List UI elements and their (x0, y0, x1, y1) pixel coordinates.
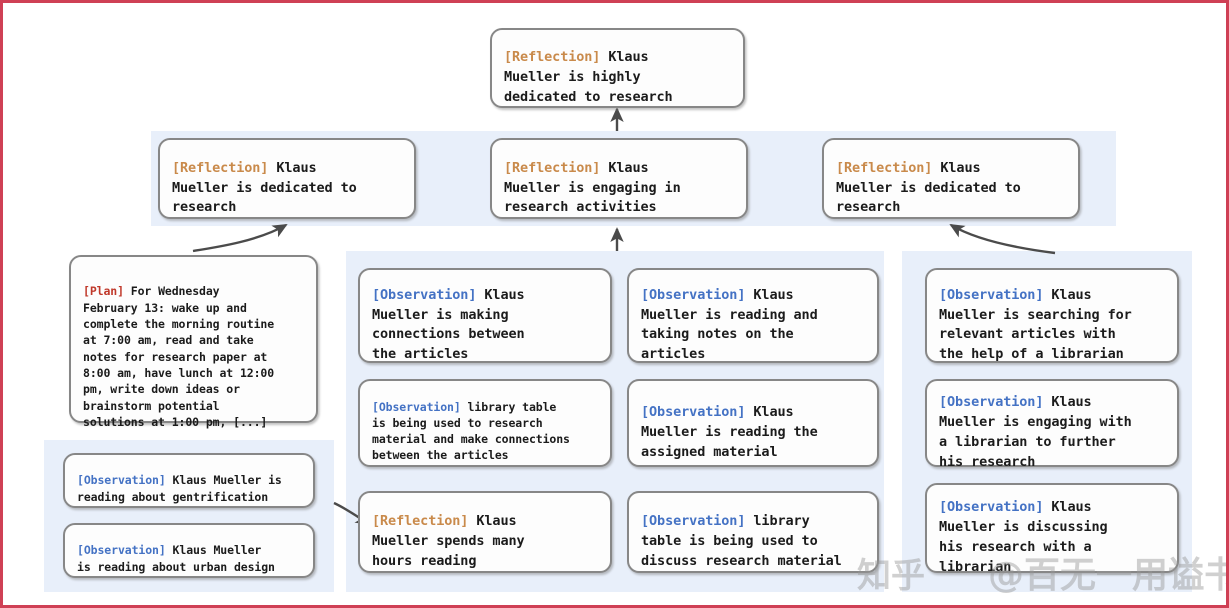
node-mid-reflection-2[interactable]: [Reflection] Klaus Mueller is engaging i… (490, 138, 748, 219)
node-body: Klaus Mueller is engaging with a librari… (939, 394, 1132, 470)
node-text: [Reflection] Klaus Mueller is dedicated … (160, 139, 369, 218)
node-body: Klaus Mueller is discussing his research… (939, 499, 1108, 575)
node-text: [Observation] Klaus Mueller is discussin… (927, 478, 1120, 577)
tag-reflection: [Reflection] (836, 159, 933, 176)
tag-observation: [Observation] (77, 473, 166, 488)
node-text: [Observation] Klaus Mueller is engaging … (927, 373, 1144, 472)
tag-observation: [Observation] (939, 286, 1044, 303)
tag-observation: [Observation] (372, 286, 477, 303)
tag-observation: [Observation] (939, 499, 1044, 516)
tag-reflection: [Reflection] (504, 49, 601, 66)
node-col2-obs-2[interactable]: [Observation] Klaus Mueller is reading t… (627, 379, 879, 467)
node-col3-obs-3[interactable]: [Observation] Klaus Mueller is discussin… (925, 483, 1179, 575)
node-col3-obs-1[interactable]: [Observation] Klaus Mueller is searching… (925, 268, 1179, 363)
node-body: Klaus Mueller is highly dedicated to res… (504, 49, 673, 105)
tag-observation: [Observation] (641, 286, 746, 303)
node-plan[interactable]: [Plan] For Wednesday February 13: wake u… (69, 255, 318, 429)
node-col1-reflection[interactable]: [Reflection] Klaus Mueller spends many h… (358, 491, 612, 573)
node-mid-reflection-3[interactable]: [Reflection] Klaus Mueller is dedicated … (822, 138, 1080, 219)
node-text: [Reflection] Klaus Mueller is highly ded… (492, 28, 685, 107)
node-col2-obs-1[interactable]: [Observation] Klaus Mueller is reading a… (627, 268, 879, 363)
node-text: [Observation] Klaus Mueller is reading a… (65, 456, 294, 505)
node-col1-obs-1[interactable]: [Observation] Klaus Mueller is making co… (358, 268, 612, 363)
node-body: Klaus Mueller is engaging in research ac… (504, 159, 681, 216)
node-text: [Reflection] Klaus Mueller is engaging i… (492, 139, 693, 218)
node-text: [Reflection] Klaus Mueller spends many h… (360, 492, 537, 571)
arrow-col3-to-reflection3 (949, 223, 1056, 255)
node-col1-obs-2[interactable]: [Observation] library table is being use… (358, 379, 612, 467)
node-body: Klaus Mueller is reading about gentrific… (77, 473, 282, 504)
arrow-plan-to-reflection1 (192, 223, 288, 253)
node-body: Klaus Mueller is making connections betw… (372, 286, 525, 363)
tag-observation: [Observation] (372, 399, 461, 414)
node-col3-obs-2[interactable]: [Observation] Klaus Mueller is engaging … (925, 379, 1179, 470)
node-body: Klaus Mueller is searching for relevant … (939, 286, 1132, 363)
node-left-obs-2[interactable]: [Observation] Klaus Mueller is reading a… (63, 523, 315, 578)
node-text: [Observation] library table is being use… (360, 382, 582, 464)
tag-observation: [Observation] (641, 404, 746, 421)
node-text: [Reflection] Klaus Mueller is dedicated … (824, 139, 1033, 218)
tag-plan: [Plan] (83, 284, 124, 299)
node-body: Klaus Mueller spends many hours reading (372, 513, 525, 569)
node-body: Klaus Mueller is reading about urban des… (77, 543, 275, 574)
node-text: [Observation] Klaus Mueller is making co… (360, 266, 537, 365)
node-body: For Wednesday February 13: wake up and c… (83, 284, 275, 429)
node-text: [Observation] Klaus Mueller is reading t… (629, 383, 830, 462)
node-text: [Observation] Klaus Mueller is reading a… (65, 526, 287, 575)
node-text: [Observation] Klaus Mueller is reading a… (629, 266, 830, 365)
node-mid-reflection-1[interactable]: [Reflection] Klaus Mueller is dedicated … (158, 138, 416, 219)
tag-observation: [Observation] (641, 513, 746, 530)
node-text: [Observation] library table is being use… (629, 492, 854, 571)
tag-reflection: [Reflection] (172, 159, 269, 176)
node-body: library table is being used to discuss r… (641, 513, 842, 569)
tag-reflection: [Reflection] (372, 513, 469, 530)
node-body: Klaus Mueller is reading and taking note… (641, 286, 818, 363)
node-left-obs-1[interactable]: [Observation] Klaus Mueller is reading a… (63, 453, 315, 508)
node-body: Klaus Mueller is dedicated to research (172, 159, 357, 216)
node-text: [Plan] For Wednesday February 13: wake u… (71, 257, 286, 430)
node-body: Klaus Mueller is reading the assigned ma… (641, 404, 818, 460)
tag-observation: [Observation] (77, 543, 166, 558)
tag-observation: [Observation] (939, 394, 1044, 411)
node-top-reflection[interactable]: [Reflection] Klaus Mueller is highly ded… (490, 28, 745, 108)
tag-reflection: [Reflection] (504, 159, 601, 176)
node-col2-obs-3[interactable]: [Observation] library table is being use… (627, 491, 879, 573)
node-body: Klaus Mueller is dedicated to research (836, 159, 1021, 216)
node-body: library table is being used to research … (372, 399, 570, 463)
node-text: [Observation] Klaus Mueller is searching… (927, 266, 1144, 365)
